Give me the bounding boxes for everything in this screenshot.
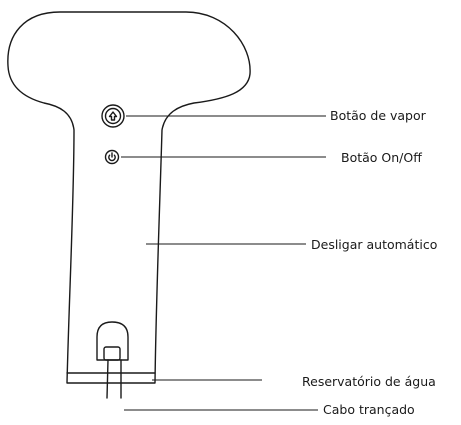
power-icon — [108, 154, 116, 162]
steam-button[interactable] — [101, 104, 125, 128]
label-auto-off: Desligar automático — [311, 237, 437, 252]
label-water-tank: Reservatório de água — [302, 374, 436, 389]
label-braided-cable: Cabo trançado — [323, 402, 415, 417]
label-power-button: Botão On/Off — [341, 150, 422, 165]
steamer-body-outline — [7, 11, 251, 384]
cable-collar — [103, 346, 121, 361]
braided-cable — [106, 359, 109, 399]
label-steam-button: Botão de vapor — [330, 108, 427, 123]
power-button[interactable] — [104, 149, 120, 165]
cable-grommet — [96, 321, 129, 361]
steam-icon — [108, 111, 118, 121]
